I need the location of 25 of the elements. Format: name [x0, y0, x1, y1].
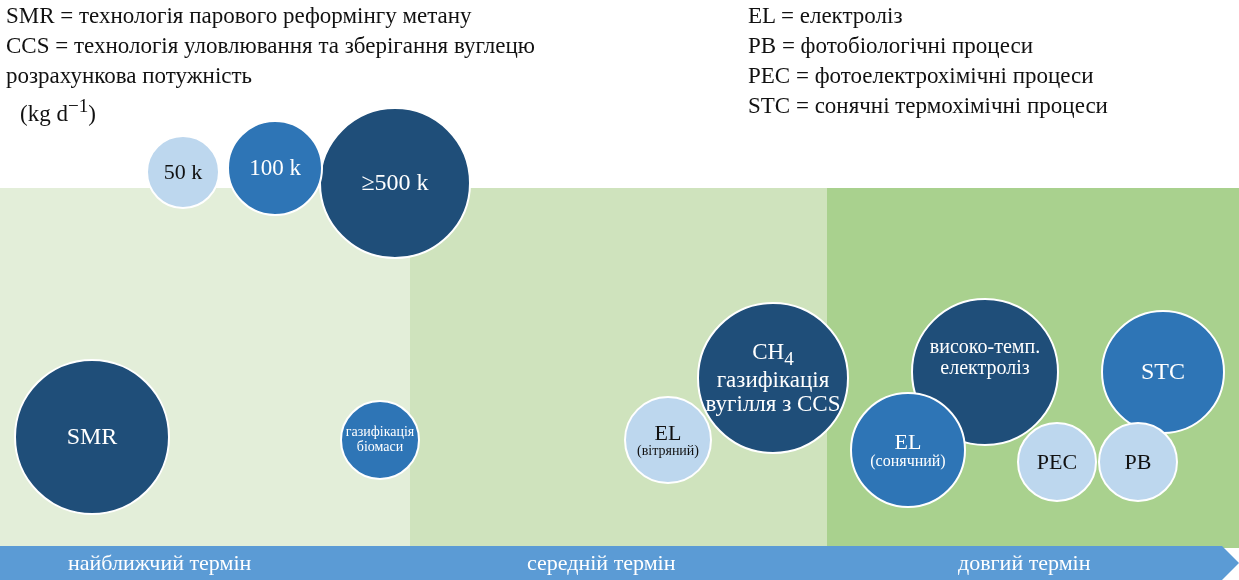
- note-text: PEC = фотоелектрохімічні процеси: [748, 62, 1094, 90]
- timeline-label: середній термін: [527, 550, 676, 576]
- bubble-label: газифікація біомаси: [344, 425, 416, 455]
- note-text: STC = сонячні термохімічні процеси: [748, 92, 1108, 120]
- note-text: (kg d$^{−1}$): [20, 94, 96, 128]
- note-text: CCS = технологія уловлювання та зберігання вуглецю: [6, 32, 535, 60]
- bubble-label: ≥500 k: [361, 170, 429, 196]
- bubble-label: EL: [894, 430, 922, 454]
- bubble-label: високо-темп. електроліз: [928, 336, 1042, 378]
- bubble-label: 100 k: [249, 155, 301, 181]
- note-text: EL = електроліз: [748, 2, 903, 30]
- bubble-label: EL: [654, 421, 682, 445]
- bubble-label: CH$_{4}$ газифікація вугілля з CCS: [704, 339, 842, 417]
- bubble-label: STC: [1141, 359, 1185, 385]
- bubble-label: SMR: [66, 424, 118, 450]
- note-text: розрахункова потужність: [6, 62, 253, 90]
- bubble-label: (вітряний): [637, 444, 699, 459]
- note-text: SMR = технологія парового реформінгу метану: [6, 2, 472, 30]
- bubble-label: PB: [1124, 450, 1152, 474]
- timeline-label: довгий термін: [958, 550, 1091, 576]
- bubble-label: PEC: [1036, 450, 1078, 474]
- note-text: PB = фотобіологічні процеси: [748, 32, 1033, 60]
- bubble-label: 50 k: [163, 160, 203, 184]
- bubble-label: (сонячний): [870, 453, 946, 470]
- timeline-label: найближчий термін: [68, 550, 252, 576]
